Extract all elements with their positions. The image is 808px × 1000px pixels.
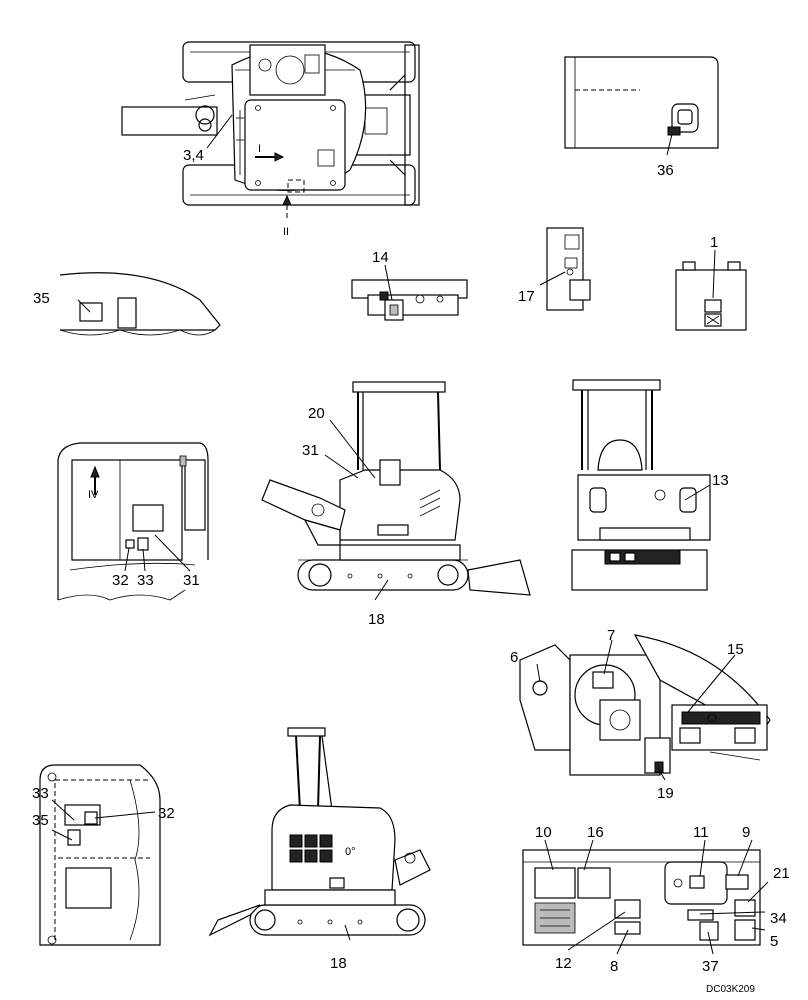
callout-5: 5 bbox=[770, 933, 778, 950]
callout-37: 37 bbox=[702, 958, 719, 975]
cab-interior-view-iv: IV 32 33 31 bbox=[57, 442, 209, 601]
view-mark-2: II bbox=[283, 226, 289, 238]
callout-32-panel: 32 bbox=[158, 805, 175, 822]
callout-9: 9 bbox=[742, 824, 750, 841]
bracket-view-17: 17 bbox=[518, 227, 591, 311]
callout-35-hood: 35 bbox=[33, 290, 50, 307]
view-mark-4: IV bbox=[88, 489, 99, 501]
cover-view-36: 36 bbox=[564, 56, 719, 179]
instrument-view-14: 14 bbox=[351, 249, 468, 321]
callout-16: 16 bbox=[587, 824, 604, 841]
callout-14: 14 bbox=[372, 249, 389, 266]
callout-20: 20 bbox=[308, 405, 325, 422]
callout-8: 8 bbox=[610, 958, 618, 975]
callout-31-side: 31 bbox=[302, 442, 319, 459]
callout-10: 10 bbox=[535, 824, 552, 841]
callout-18-right: 18 bbox=[330, 955, 347, 972]
callout-12: 12 bbox=[555, 955, 572, 972]
callout-34: 34 bbox=[770, 910, 787, 927]
svg-text:0°: 0° bbox=[345, 846, 356, 858]
callout-7: 7 bbox=[607, 627, 615, 644]
callout-21: 21 bbox=[773, 865, 790, 882]
view-mark-1: I bbox=[258, 143, 261, 155]
callout-3-4: 3,4 bbox=[183, 147, 204, 164]
callout-13: 13 bbox=[712, 472, 729, 489]
callout-18-left: 18 bbox=[368, 611, 385, 628]
callout-32-cab: 32 bbox=[112, 572, 129, 589]
engine-compartment-view: 6 7 15 19 bbox=[510, 627, 771, 802]
machine-side-view-left: 20 31 18 bbox=[261, 381, 531, 628]
hood-side-view-35: 35 bbox=[33, 272, 221, 336]
machine-rear-view: 13 bbox=[571, 379, 729, 591]
battery-view-1: 1 bbox=[675, 234, 747, 331]
callout-11: 11 bbox=[693, 824, 709, 841]
cab-side-panel-view: 33 32 35 bbox=[32, 764, 175, 946]
figure-code: DC03K209 bbox=[706, 984, 755, 995]
callout-33-cab: 33 bbox=[137, 572, 154, 589]
machine-top-view: I II 3,4 bbox=[121, 41, 420, 238]
decal-panel-view: 10 16 11 9 21 34 5 12 8 37 bbox=[522, 824, 790, 975]
machine-side-view-right: 0° 18 bbox=[208, 727, 431, 972]
callout-15: 15 bbox=[727, 641, 744, 658]
callout-31-cab: 31 bbox=[183, 572, 200, 589]
callout-36: 36 bbox=[657, 162, 674, 179]
callout-17: 17 bbox=[518, 288, 535, 305]
callout-33-panel: 33 bbox=[32, 785, 49, 802]
callout-19: 19 bbox=[657, 785, 674, 802]
callout-6: 6 bbox=[510, 649, 518, 666]
callout-1: 1 bbox=[710, 234, 718, 251]
callout-35-panel: 35 bbox=[32, 812, 49, 829]
